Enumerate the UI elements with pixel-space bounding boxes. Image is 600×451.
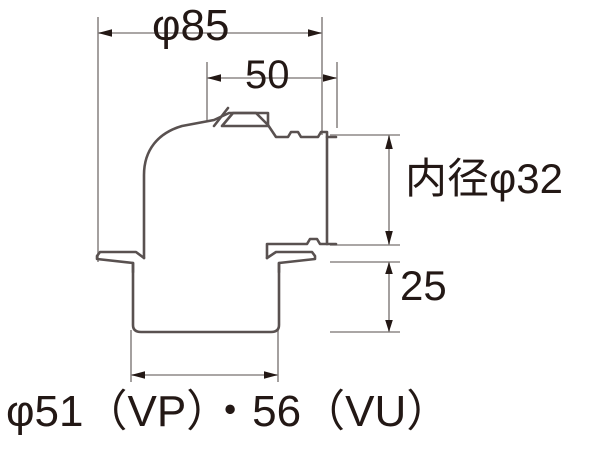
arrow-bottom-right <box>264 371 278 379</box>
dimension-label-height: 25 <box>400 262 447 309</box>
arrow-phi85-left <box>98 29 112 37</box>
dimension-label-upper-width: 50 <box>245 53 290 97</box>
dimension-label-overall-width: φ85 <box>152 1 230 50</box>
body-main-outline <box>142 111 329 260</box>
arrow-phi85-right <box>308 29 322 37</box>
handle-detail <box>220 111 270 128</box>
dimension-lines <box>98 32 390 376</box>
dimension-arrowheads <box>98 29 393 379</box>
arrow-25-top <box>385 262 393 274</box>
part-outline <box>95 106 338 334</box>
lower-socket <box>131 261 281 334</box>
flange-right <box>265 250 317 274</box>
arrow-bottom-left <box>131 371 145 379</box>
handle-inner-line <box>212 106 230 128</box>
extension-lines <box>97 17 400 382</box>
arrow-25-bottom <box>385 320 393 332</box>
dimension-label-inner-diameter: 内径φ32 <box>405 155 563 202</box>
arrow-inner-dia-top <box>385 135 393 149</box>
arrow-50-left <box>207 74 221 82</box>
dimension-label-bottom-caption: φ51（VP）・56（VU） <box>6 387 451 436</box>
flange-left <box>95 250 146 274</box>
arrow-50-right <box>323 74 337 82</box>
arrow-inner-dia-bottom <box>385 231 393 245</box>
